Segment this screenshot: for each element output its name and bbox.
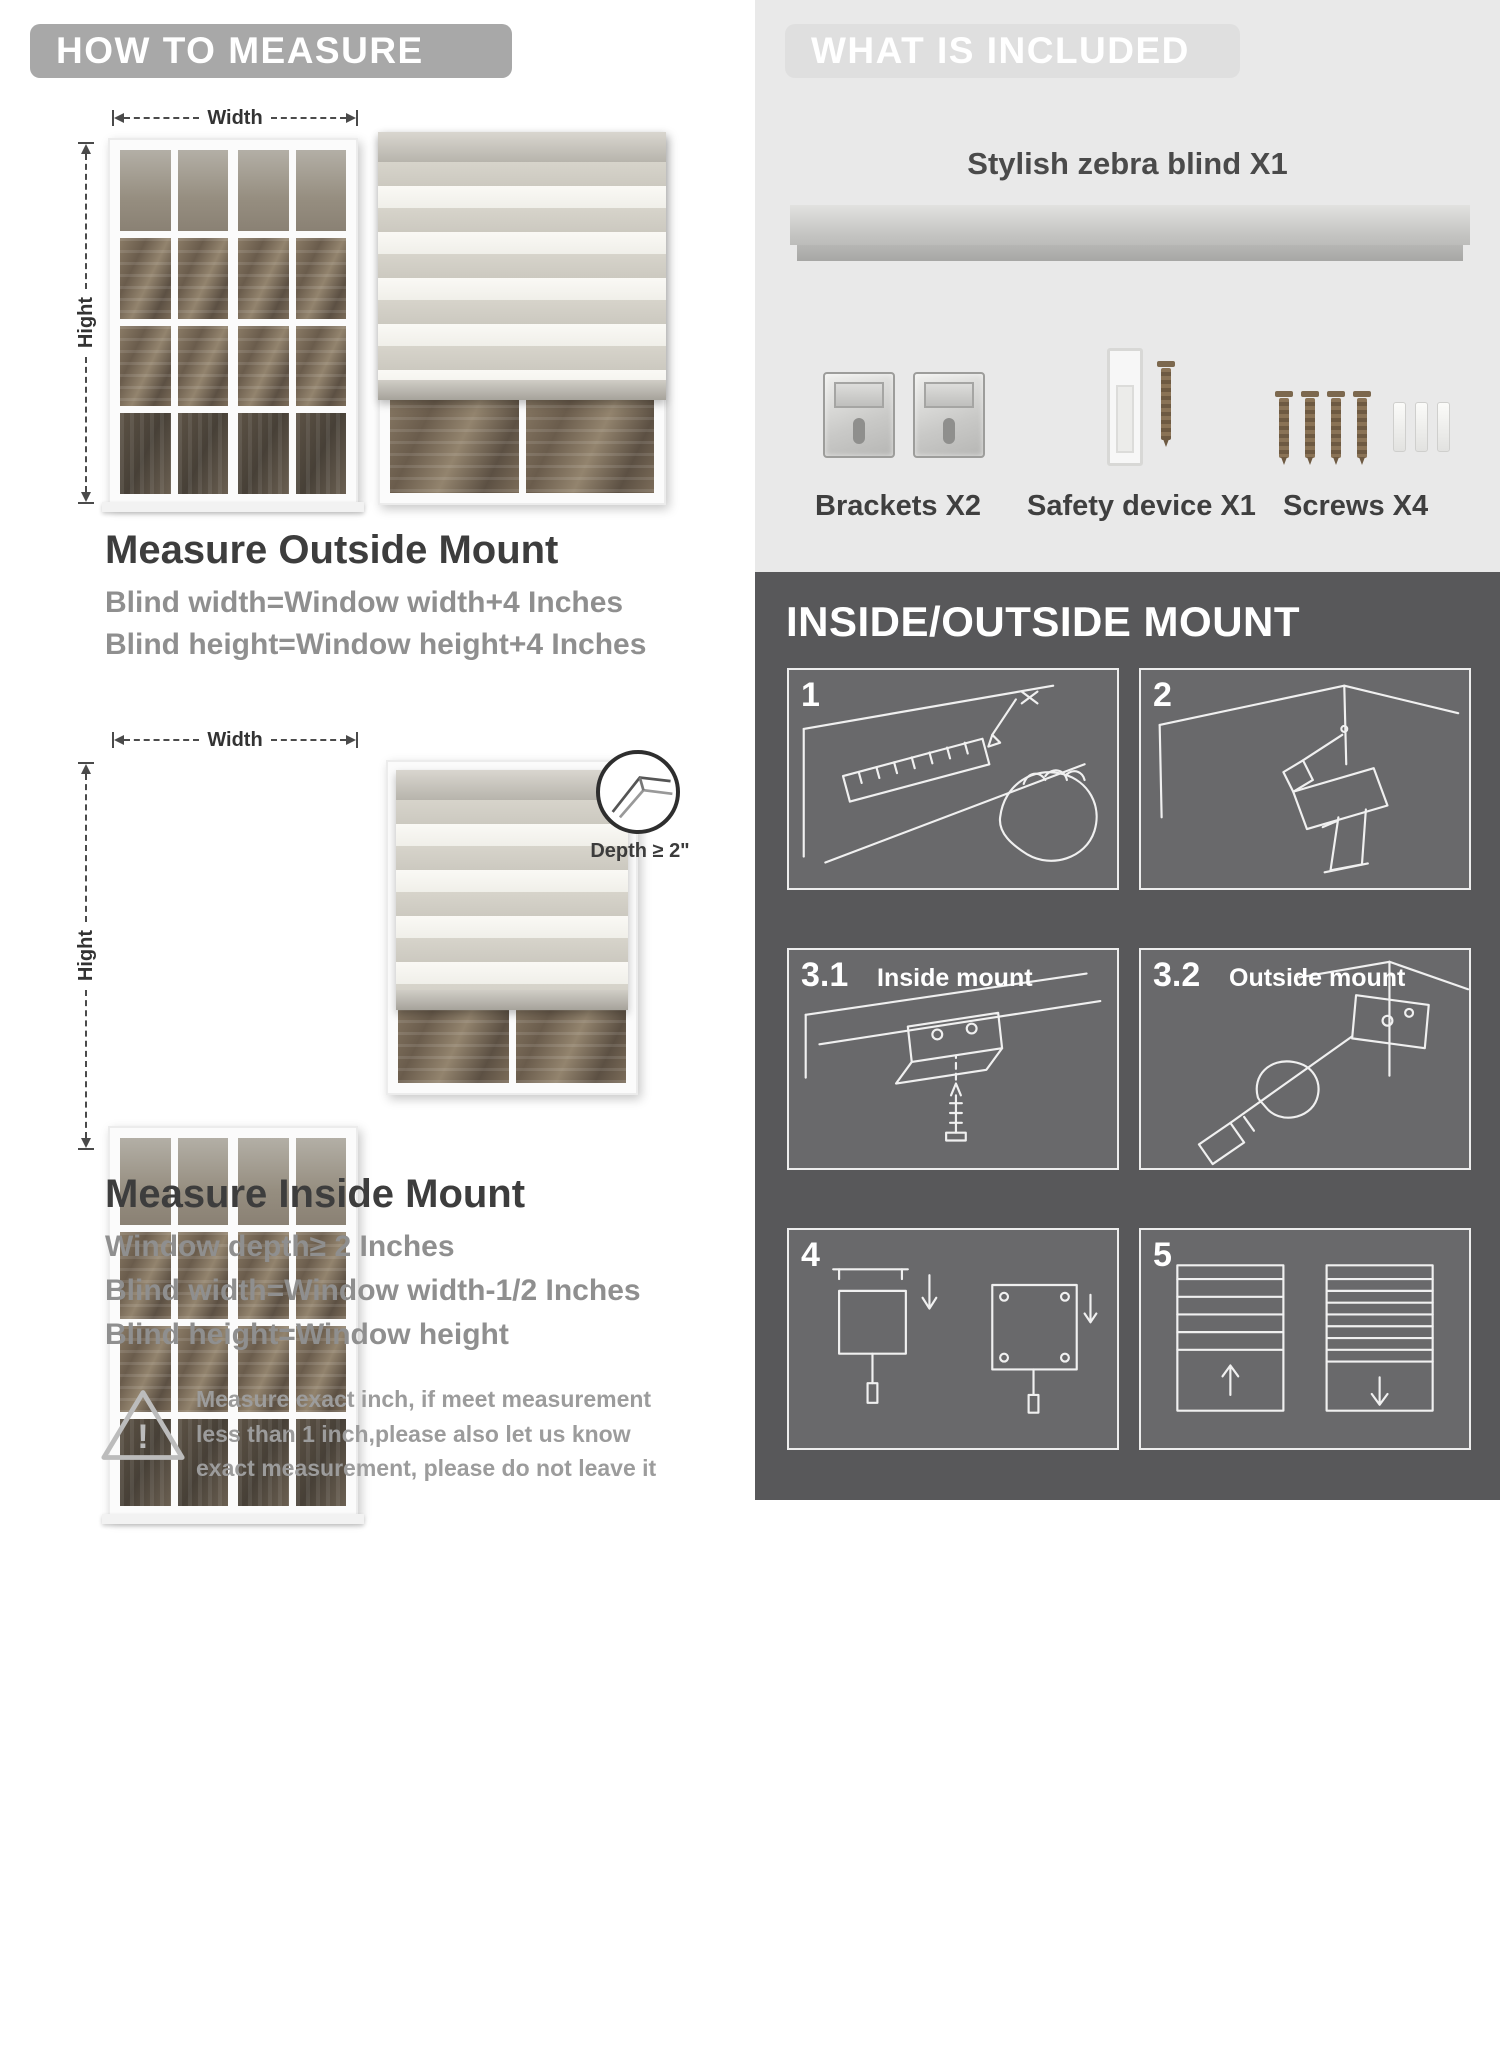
step-panel-1: 1 xyxy=(787,668,1119,890)
inside-bracket-illustration xyxy=(789,950,1117,1168)
warning-triangle-icon: ! xyxy=(100,1386,186,1464)
inside-mount-rule-3: Blind height=Window height xyxy=(105,1318,509,1351)
how-to-measure-header: HOW TO MEASURE xyxy=(30,24,512,78)
screw-icon xyxy=(1353,391,1371,465)
measure-inside-mount-title: Measure Inside Mount xyxy=(105,1172,526,1216)
zebra-blind xyxy=(378,132,666,400)
wall-anchor-icon xyxy=(1393,402,1406,452)
screw-icon xyxy=(1327,391,1345,465)
safety-device-label: Safety device X1 xyxy=(1027,490,1256,522)
finish-illustration xyxy=(1141,1230,1469,1448)
step-panel-3-2: 3.2 Outside mount xyxy=(1139,948,1471,1170)
step-number: 3.2 xyxy=(1153,956,1201,994)
wall-anchor-icon xyxy=(1415,402,1428,452)
step-panel-4: 4 xyxy=(787,1228,1119,1450)
drill-illustration xyxy=(1141,670,1469,888)
window-illustration-outside xyxy=(102,138,364,512)
height-dimension-arrow-inside: Hight xyxy=(74,762,97,1150)
how-to-measure-section: HOW TO MEASURE Width Hight xyxy=(0,0,745,1524)
screw-icon xyxy=(1275,391,1293,465)
outside-bracket-illustration xyxy=(1141,950,1470,1168)
zebra-blind-illustration-inside xyxy=(386,760,638,1095)
depth-detail-callout xyxy=(596,750,680,834)
blind-cassette xyxy=(396,770,628,800)
step-sublabel: Inside mount xyxy=(877,964,1033,992)
what-is-included-header: WHAT IS INCLUDED xyxy=(785,24,1240,78)
measure-outside-mount-title: Measure Outside Mount xyxy=(105,528,559,572)
width-dimension-arrow-inside: Width xyxy=(112,728,359,751)
install-blind-illustration xyxy=(789,1230,1117,1448)
height-label: Hight xyxy=(74,930,97,982)
zebra-blind xyxy=(396,770,628,1010)
zebra-blind-headrail-image xyxy=(790,205,1470,261)
step-panel-2: 2 xyxy=(1139,668,1471,890)
step-number: 2 xyxy=(1153,676,1172,714)
inside-mount-rule-1: Window depth≥ 2 Inches xyxy=(105,1230,455,1263)
outside-mount-rule-2: Blind height=Window height+4 Inches xyxy=(105,628,647,661)
width-label: Width xyxy=(207,728,263,751)
wall-anchor-icon xyxy=(1437,402,1450,452)
width-label: Width xyxy=(207,106,263,129)
step-panel-5: 5 xyxy=(1139,1228,1471,1450)
step-number: 5 xyxy=(1153,1236,1172,1274)
screw-icon xyxy=(1301,391,1319,465)
outside-mount-rule-1: Blind width=Window width+4 Inches xyxy=(105,586,624,619)
step-number: 3.1 xyxy=(801,956,849,994)
what-is-included-section: WHAT IS INCLUDED Stylish zebra blind X1 … xyxy=(755,0,1500,572)
step-panel-3-1: 3.1 Inside mount xyxy=(787,948,1119,1170)
mark-location-illustration xyxy=(789,670,1117,888)
zebra-blind-item-label: Stylish zebra blind X1 xyxy=(967,146,1288,181)
blind-bottom-rail xyxy=(396,990,628,1010)
mount-steps-section: INSIDE/OUTSIDE MOUNT 1 Mark install loca… xyxy=(755,572,1500,1500)
blind-fabric-stripes xyxy=(378,162,666,380)
window-corner-detail-icon xyxy=(611,776,673,819)
safety-device-icon xyxy=(1107,348,1143,466)
brackets-label: Brackets X2 xyxy=(815,490,982,522)
height-label: Hight xyxy=(74,297,97,349)
screws-label: Screws X4 xyxy=(1283,490,1429,522)
height-dimension-arrow: Hight xyxy=(74,142,97,504)
width-dimension-arrow: Width xyxy=(112,106,359,129)
exclamation-mark: ! xyxy=(137,1418,148,1456)
step-number: 1 xyxy=(801,676,820,714)
depth-requirement-label: Depth ≥ 2" xyxy=(590,840,690,862)
blind-bottom-rail xyxy=(378,380,666,400)
screw-icon xyxy=(1157,361,1175,447)
bracket-icon xyxy=(823,372,895,458)
zebra-blind-illustration-outside xyxy=(378,132,666,505)
measurement-note: Measure exact inch, if meet measurement … xyxy=(196,1386,657,1481)
step-number: 4 xyxy=(801,1236,820,1274)
window-illustration-inside xyxy=(102,1126,364,1524)
blind-fabric-stripes xyxy=(396,800,628,990)
inside-mount-rule-2: Blind width=Window width-1/2 Inches xyxy=(105,1274,641,1307)
step-sublabel: Outside mount xyxy=(1229,964,1406,992)
bracket-icon xyxy=(913,372,985,458)
blind-cassette xyxy=(378,132,666,162)
inside-outside-mount-header: INSIDE/OUTSIDE MOUNT xyxy=(786,598,1301,645)
